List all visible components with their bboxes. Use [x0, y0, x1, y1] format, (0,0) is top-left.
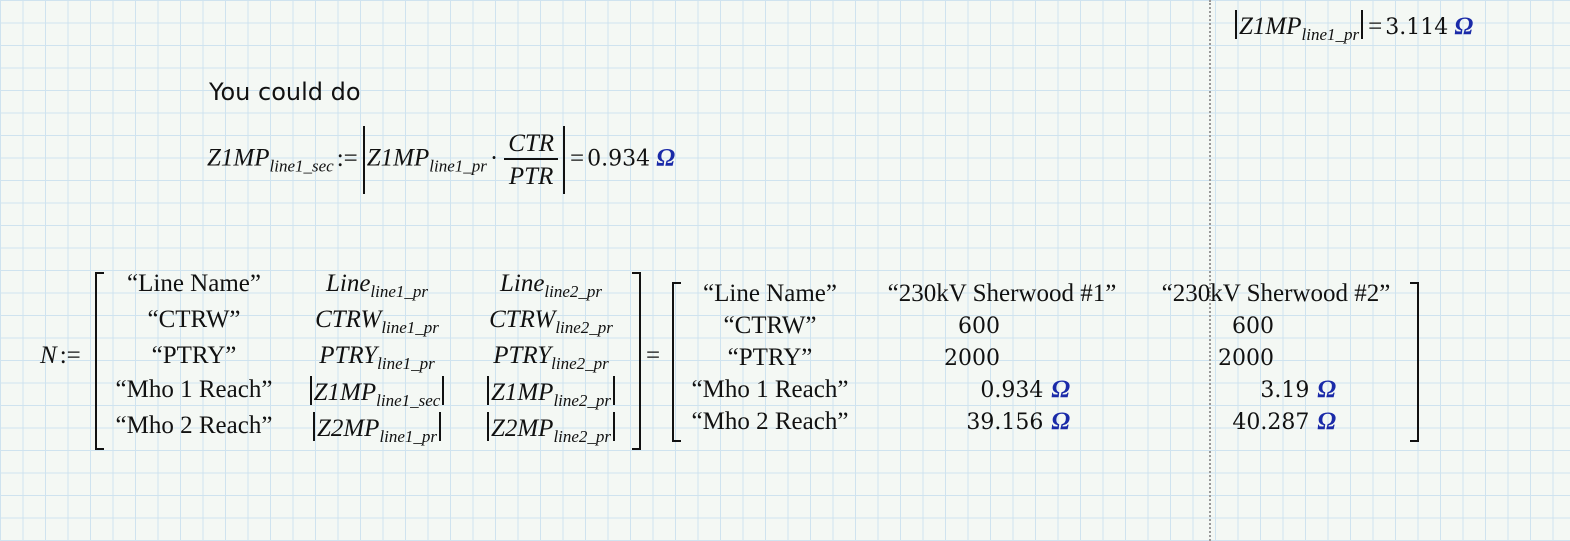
- matrix-cell: Z1MPline2_pr: [466, 376, 636, 411]
- result-cell: 2000: [944, 346, 1000, 371]
- abs-bar-right: [563, 126, 566, 194]
- abs-bar-right: [1361, 10, 1364, 39]
- matrix-cell: “Mho 2 Reach”: [115, 412, 273, 439]
- result-cell: “230kV Sherwood #1”: [887, 280, 1117, 307]
- result-cell: “Mho 2 Reach”: [691, 408, 849, 435]
- matrix-cell: Lineline1_pr: [325, 270, 429, 301]
- matrix-equals: =: [646, 342, 661, 369]
- text-region-note[interactable]: You could do: [209, 78, 361, 106]
- result-cell: “CTRW”: [723, 312, 817, 339]
- ohm-unit: Ω: [1317, 376, 1336, 403]
- result-matrix-close-bracket: [1410, 282, 1419, 442]
- ohm-unit: Ω: [656, 144, 676, 172]
- abs-bar-right: [613, 412, 616, 441]
- abs-bar-left: [309, 376, 312, 405]
- abs-bar-left: [1235, 10, 1237, 39]
- result-cell: 600: [1232, 314, 1274, 339]
- abs-bar-right: [613, 376, 616, 405]
- page-boundary-divider: [1209, 0, 1211, 541]
- abs-bar-left: [486, 376, 489, 405]
- matrix-cell: PTRYline2_pr: [493, 342, 609, 373]
- ohm-unit: Ω: [1317, 408, 1336, 435]
- ohm-unit: Ω: [1454, 12, 1474, 40]
- result-cell: 2000: [1218, 346, 1274, 371]
- matrix-name[interactable]: N:=: [40, 342, 81, 369]
- matrix-cell: CTRWline2_pr: [489, 306, 613, 337]
- matrix-cell: CTRWline1_pr: [315, 306, 439, 337]
- matrix-cell: Lineline2_pr: [499, 270, 603, 301]
- result-cell: “Mho 1 Reach”: [691, 376, 849, 403]
- left-matrix-open-bracket: [95, 272, 104, 450]
- matrix-cell: Z2MPline2_pr: [466, 412, 636, 447]
- result-cell: 600: [958, 314, 1000, 339]
- abs-bar-left: [362, 126, 365, 194]
- matrix-cell: “CTRW”: [147, 306, 241, 333]
- result-cell: “Line Name”: [703, 280, 837, 307]
- left-matrix-close-bracket: [632, 272, 641, 450]
- abs-bar-left: [486, 412, 489, 441]
- abs-bar-left: [312, 412, 315, 441]
- matrix-cell: PTRYline1_pr: [319, 342, 435, 373]
- matrix-cell: “Mho 1 Reach”: [115, 376, 273, 403]
- result-cell: “PTRY”: [727, 344, 813, 371]
- ohm-unit: Ω: [1051, 376, 1070, 403]
- matrix-cell: Z2MPline1_pr: [292, 412, 462, 447]
- matrix-cell: “PTRY”: [151, 342, 237, 369]
- z1mp-line1-pr-result[interactable]: Z1MPline1_pr=3.114 Ω: [1233, 10, 1473, 45]
- matrix-cell: Z1MPline1_sec: [292, 376, 462, 411]
- abs-bar-right: [442, 376, 445, 405]
- ohm-unit: Ω: [1051, 408, 1070, 435]
- result-matrix-open-bracket: [672, 282, 681, 442]
- matrix-cell: “Line Name”: [127, 270, 261, 297]
- abs-bar-right: [439, 412, 442, 441]
- result-cell: “230kV Sherwood #2”: [1161, 280, 1391, 307]
